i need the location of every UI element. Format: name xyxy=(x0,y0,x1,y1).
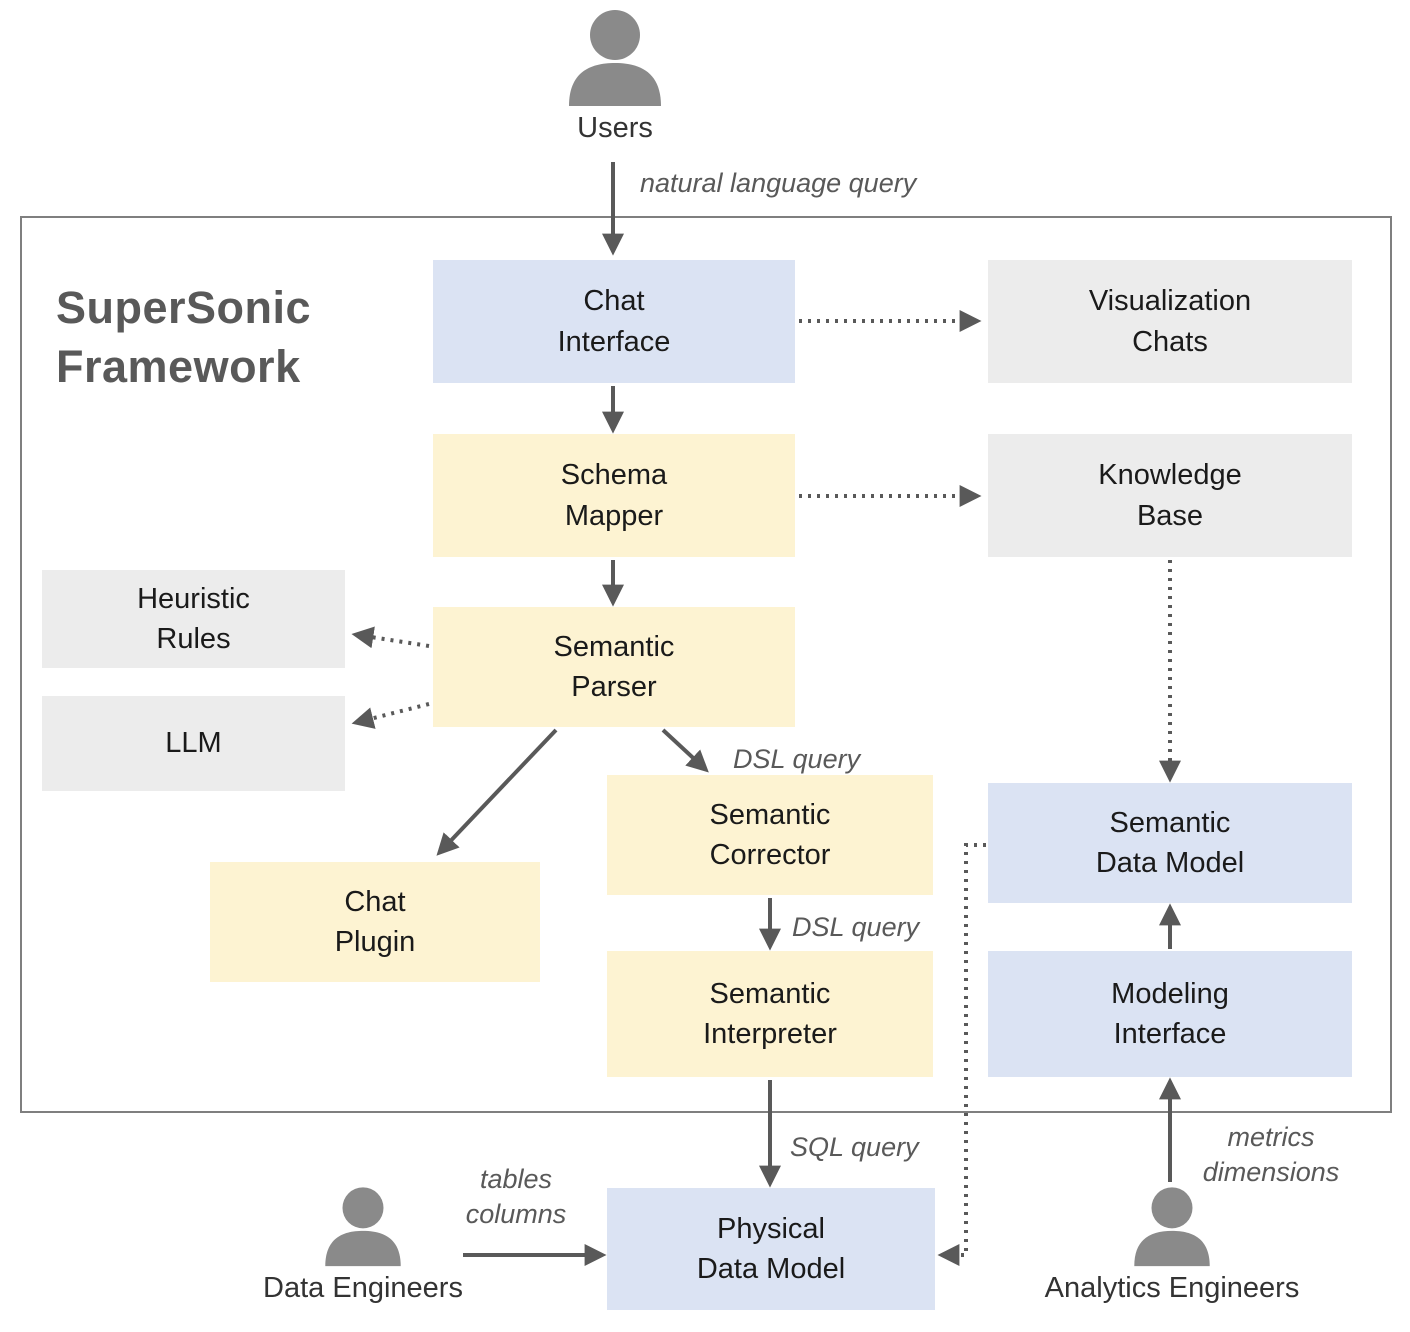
framework-title: SuperSonic Framework xyxy=(56,282,312,393)
edge-label-dsl-query-parser: DSL query xyxy=(733,744,861,774)
edge-label-metrics-dimensions: metrics dimensions xyxy=(1202,1122,1340,1187)
edge-label-sql-query: SQL query xyxy=(790,1132,919,1162)
node-knowledge-base: Knowledge Base xyxy=(988,434,1352,557)
node-llm-label: LLM xyxy=(165,727,222,760)
node-visualization-chats: Visualization Chats xyxy=(988,260,1352,383)
node-semantic-parser: Semantic Parser xyxy=(433,607,795,727)
node-physical-data-model: Physical Data Model xyxy=(607,1188,935,1310)
edge-label-tables-columns: tables columns xyxy=(465,1164,567,1229)
node-chat-interface: Chat Interface xyxy=(433,260,795,383)
users-icon xyxy=(569,10,661,106)
data-engineers-label: Data Engineers xyxy=(263,1272,463,1304)
analytics-engineers-label: Analytics Engineers xyxy=(1044,1272,1300,1304)
node-knowledge-base-label: Knowledge Base xyxy=(1098,459,1242,532)
node-semantic-parser-label: Semantic Parser xyxy=(553,630,675,703)
node-chat-plugin: Chat Plugin xyxy=(210,862,540,982)
node-semantic-data-model-label: Semantic Data Model xyxy=(1095,806,1245,879)
node-semantic-interpreter-label: Semantic Interpreter xyxy=(703,977,837,1050)
node-chat-plugin-label: Chat Plugin xyxy=(334,885,416,958)
edge-semantic-parser-to-chat-plugin xyxy=(436,728,558,856)
edge-label-natural-language-query: natural language query xyxy=(640,168,917,198)
data-engineers-icon xyxy=(325,1187,401,1267)
node-heuristic-rules-label: Heuristic Rules xyxy=(137,582,250,655)
edge-semantic-parser-to-semantic-corrector xyxy=(661,728,709,773)
node-semantic-interpreter: Semantic Interpreter xyxy=(607,951,933,1077)
node-semantic-corrector-label: Semantic Corrector xyxy=(709,798,831,871)
node-llm: LLM xyxy=(42,696,345,791)
framework-frame xyxy=(20,216,1392,1113)
edge-semantic-parser-to-heuristic-rules xyxy=(351,626,430,649)
edge-label-dsl-query-corrector: DSL query xyxy=(792,912,920,942)
edge-semantic-data-model-to-physical-data-model xyxy=(937,843,986,1266)
node-visualization-chats-label: Visualization Chats xyxy=(1088,285,1252,358)
node-physical-data-model-label: Physical Data Model xyxy=(696,1212,846,1285)
node-semantic-data-model: Semantic Data Model xyxy=(988,783,1352,903)
node-heuristic-rules: Heuristic Rules xyxy=(42,570,345,668)
node-schema-mapper-label: Schema Mapper xyxy=(560,459,668,532)
edge-semantic-parser-to-llm xyxy=(351,702,430,729)
analytics-engineers-icon xyxy=(1134,1187,1210,1267)
node-modeling-interface: Modeling Interface xyxy=(988,951,1352,1077)
node-semantic-corrector: Semantic Corrector xyxy=(607,775,933,895)
node-schema-mapper: Schema Mapper xyxy=(433,434,795,557)
users-label: Users xyxy=(577,112,653,144)
node-modeling-interface-label: Modeling Interface xyxy=(1111,977,1229,1050)
node-chat-interface-label: Chat Interface xyxy=(557,285,671,358)
